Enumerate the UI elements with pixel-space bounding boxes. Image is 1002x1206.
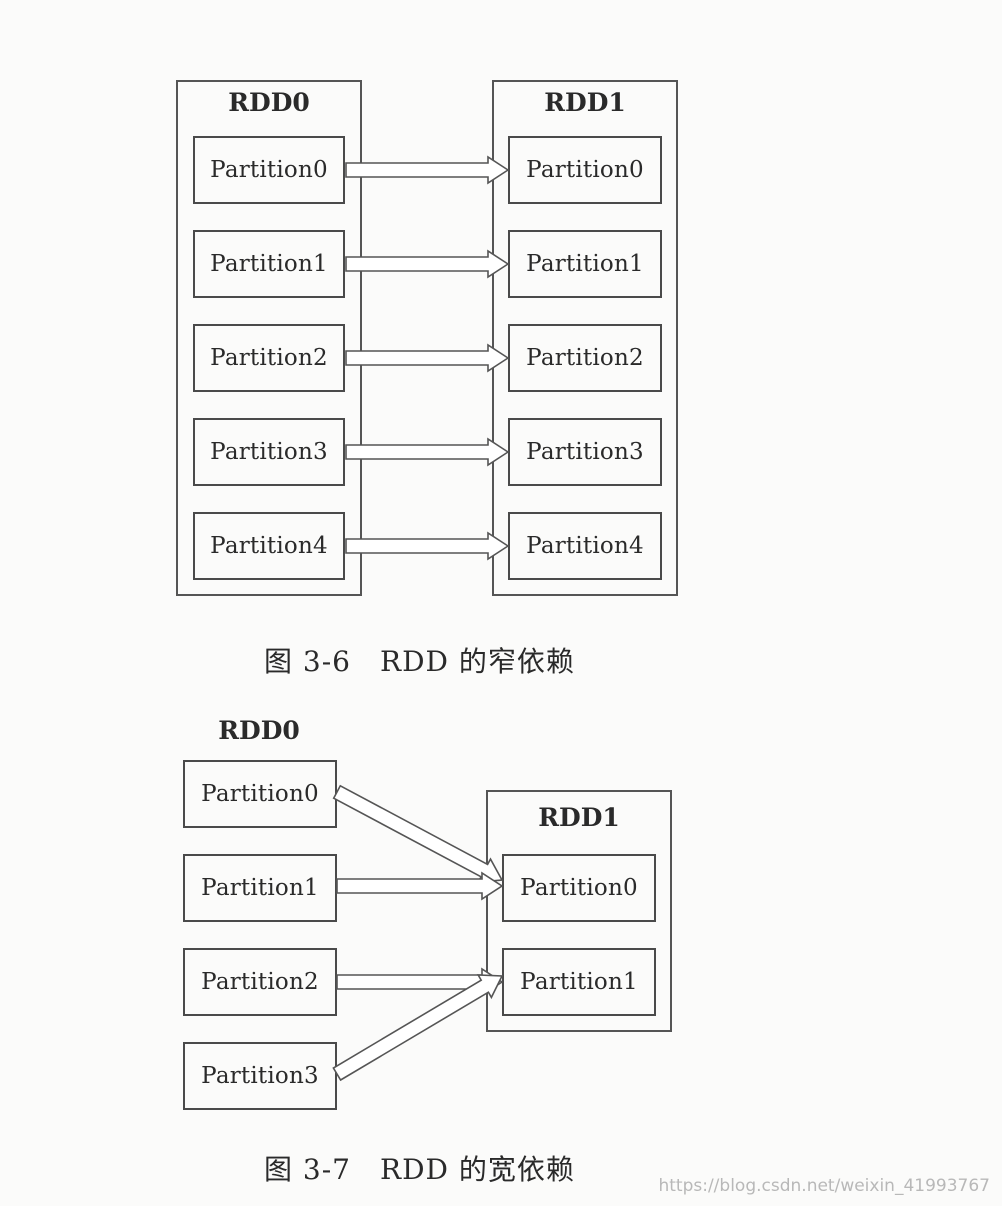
wide-rdd1-title: RDD1	[538, 803, 620, 832]
wide-dependency-caption: 图 3-7 RDD 的宽依赖	[264, 1153, 575, 1186]
wide-rdd0-partition1: Partition1	[183, 854, 337, 922]
narrow-arrow-0	[345, 155, 510, 185]
narrow-rdd0-partition3: Partition3	[193, 418, 345, 486]
narrow-arrow-4	[345, 531, 510, 561]
narrow-rdd0-partition2: Partition2	[193, 324, 345, 392]
watermark: https://blog.csdn.net/weixin_41993767	[658, 1176, 990, 1196]
narrow-rdd1-partition0: Partition0	[508, 136, 662, 204]
narrow-rdd0-partition1: Partition1	[193, 230, 345, 298]
narrow-arrow-1	[345, 249, 510, 279]
wide-rdd0-partition2: Partition2	[183, 948, 337, 1016]
wide-rdd0-title: RDD0	[218, 716, 300, 745]
narrow-rdd0-title: RDD0	[228, 88, 310, 117]
wide-rdd0-partition3: Partition3	[183, 1042, 337, 1110]
wide-arrow-3-to-1	[332, 974, 504, 1082]
narrow-arrow-2	[345, 343, 510, 373]
narrow-rdd1-partition4: Partition4	[508, 512, 662, 580]
wide-arrow-1-to-0	[336, 871, 504, 901]
wide-arrow-0-to-0	[332, 784, 504, 884]
narrow-rdd1-partition1: Partition1	[508, 230, 662, 298]
narrow-rdd0-partition4: Partition4	[193, 512, 345, 580]
narrow-arrow-3	[345, 437, 510, 467]
narrow-rdd1-partition3: Partition3	[508, 418, 662, 486]
wide-rdd1-partition0: Partition0	[502, 854, 656, 922]
narrow-rdd0-partition0: Partition0	[193, 136, 345, 204]
narrow-rdd1-title: RDD1	[544, 88, 626, 117]
wide-rdd0-partition0: Partition0	[183, 760, 337, 828]
narrow-dependency-caption: 图 3-6 RDD 的窄依赖	[264, 645, 575, 678]
